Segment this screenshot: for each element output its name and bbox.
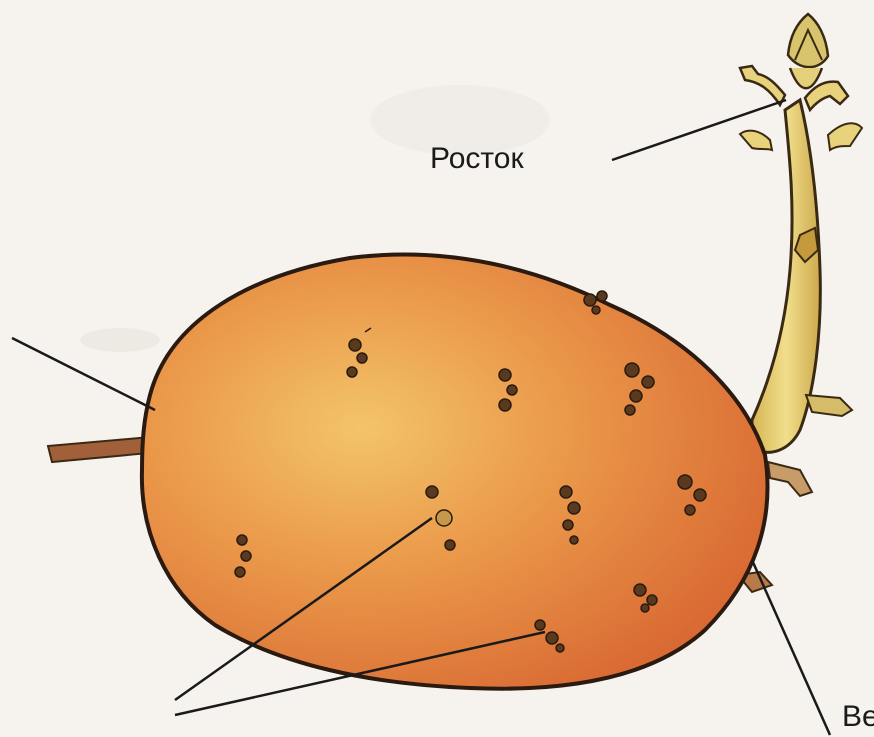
root bbox=[768, 462, 812, 496]
label-top-cropped: Ве bbox=[842, 700, 874, 734]
sprout bbox=[740, 14, 862, 452]
leader-line-top bbox=[752, 560, 830, 735]
potato-tuber bbox=[142, 255, 768, 689]
background-smudge bbox=[80, 328, 160, 352]
label-sprout: Росток bbox=[430, 142, 524, 176]
leader-line-sprout bbox=[612, 100, 786, 160]
